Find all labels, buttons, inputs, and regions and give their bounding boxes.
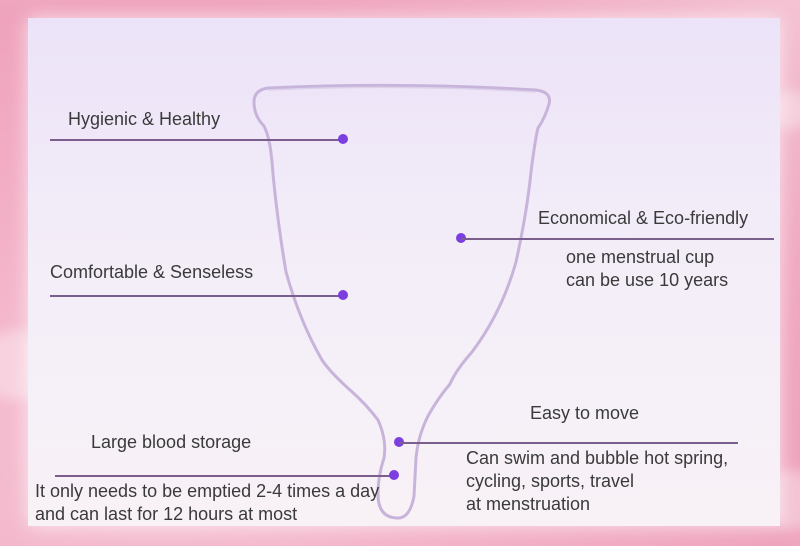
leader-line-hygienic bbox=[50, 139, 343, 141]
marker-dot-comfortable bbox=[338, 290, 348, 300]
content-panel bbox=[28, 18, 780, 526]
feature-economical-desc-2: can be use 10 years bbox=[566, 270, 729, 290]
marker-dot-hygienic bbox=[338, 134, 348, 144]
leader-line-comfortable bbox=[50, 295, 343, 297]
leader-line-storage bbox=[55, 475, 394, 477]
leader-line-economical bbox=[461, 238, 774, 240]
feature-easy-move-desc-3: at menstruation bbox=[466, 494, 591, 514]
feature-hygienic-title: Hygienic & Healthy bbox=[68, 109, 221, 129]
feature-easy-move-desc-2: cycling, sports, travel bbox=[466, 471, 635, 491]
feature-easy-move-title: Easy to move bbox=[530, 403, 640, 423]
feature-storage-desc-1: It only needs to be emptied 2-4 times a … bbox=[35, 481, 380, 501]
leader-line-easy-move bbox=[399, 442, 738, 444]
feature-storage-title: Large blood storage bbox=[91, 432, 252, 452]
marker-dot-storage bbox=[389, 470, 399, 480]
feature-easy-move-desc-1: Can swim and bubble hot spring, bbox=[466, 448, 729, 468]
feature-economical-title: Economical & Eco-friendly bbox=[538, 208, 749, 228]
feature-comfortable-title: Comfortable & Senseless bbox=[50, 262, 254, 282]
feature-storage-desc-2: and can last for 12 hours at most bbox=[35, 504, 298, 524]
feature-economical-desc-1: one menstrual cup bbox=[566, 247, 715, 267]
